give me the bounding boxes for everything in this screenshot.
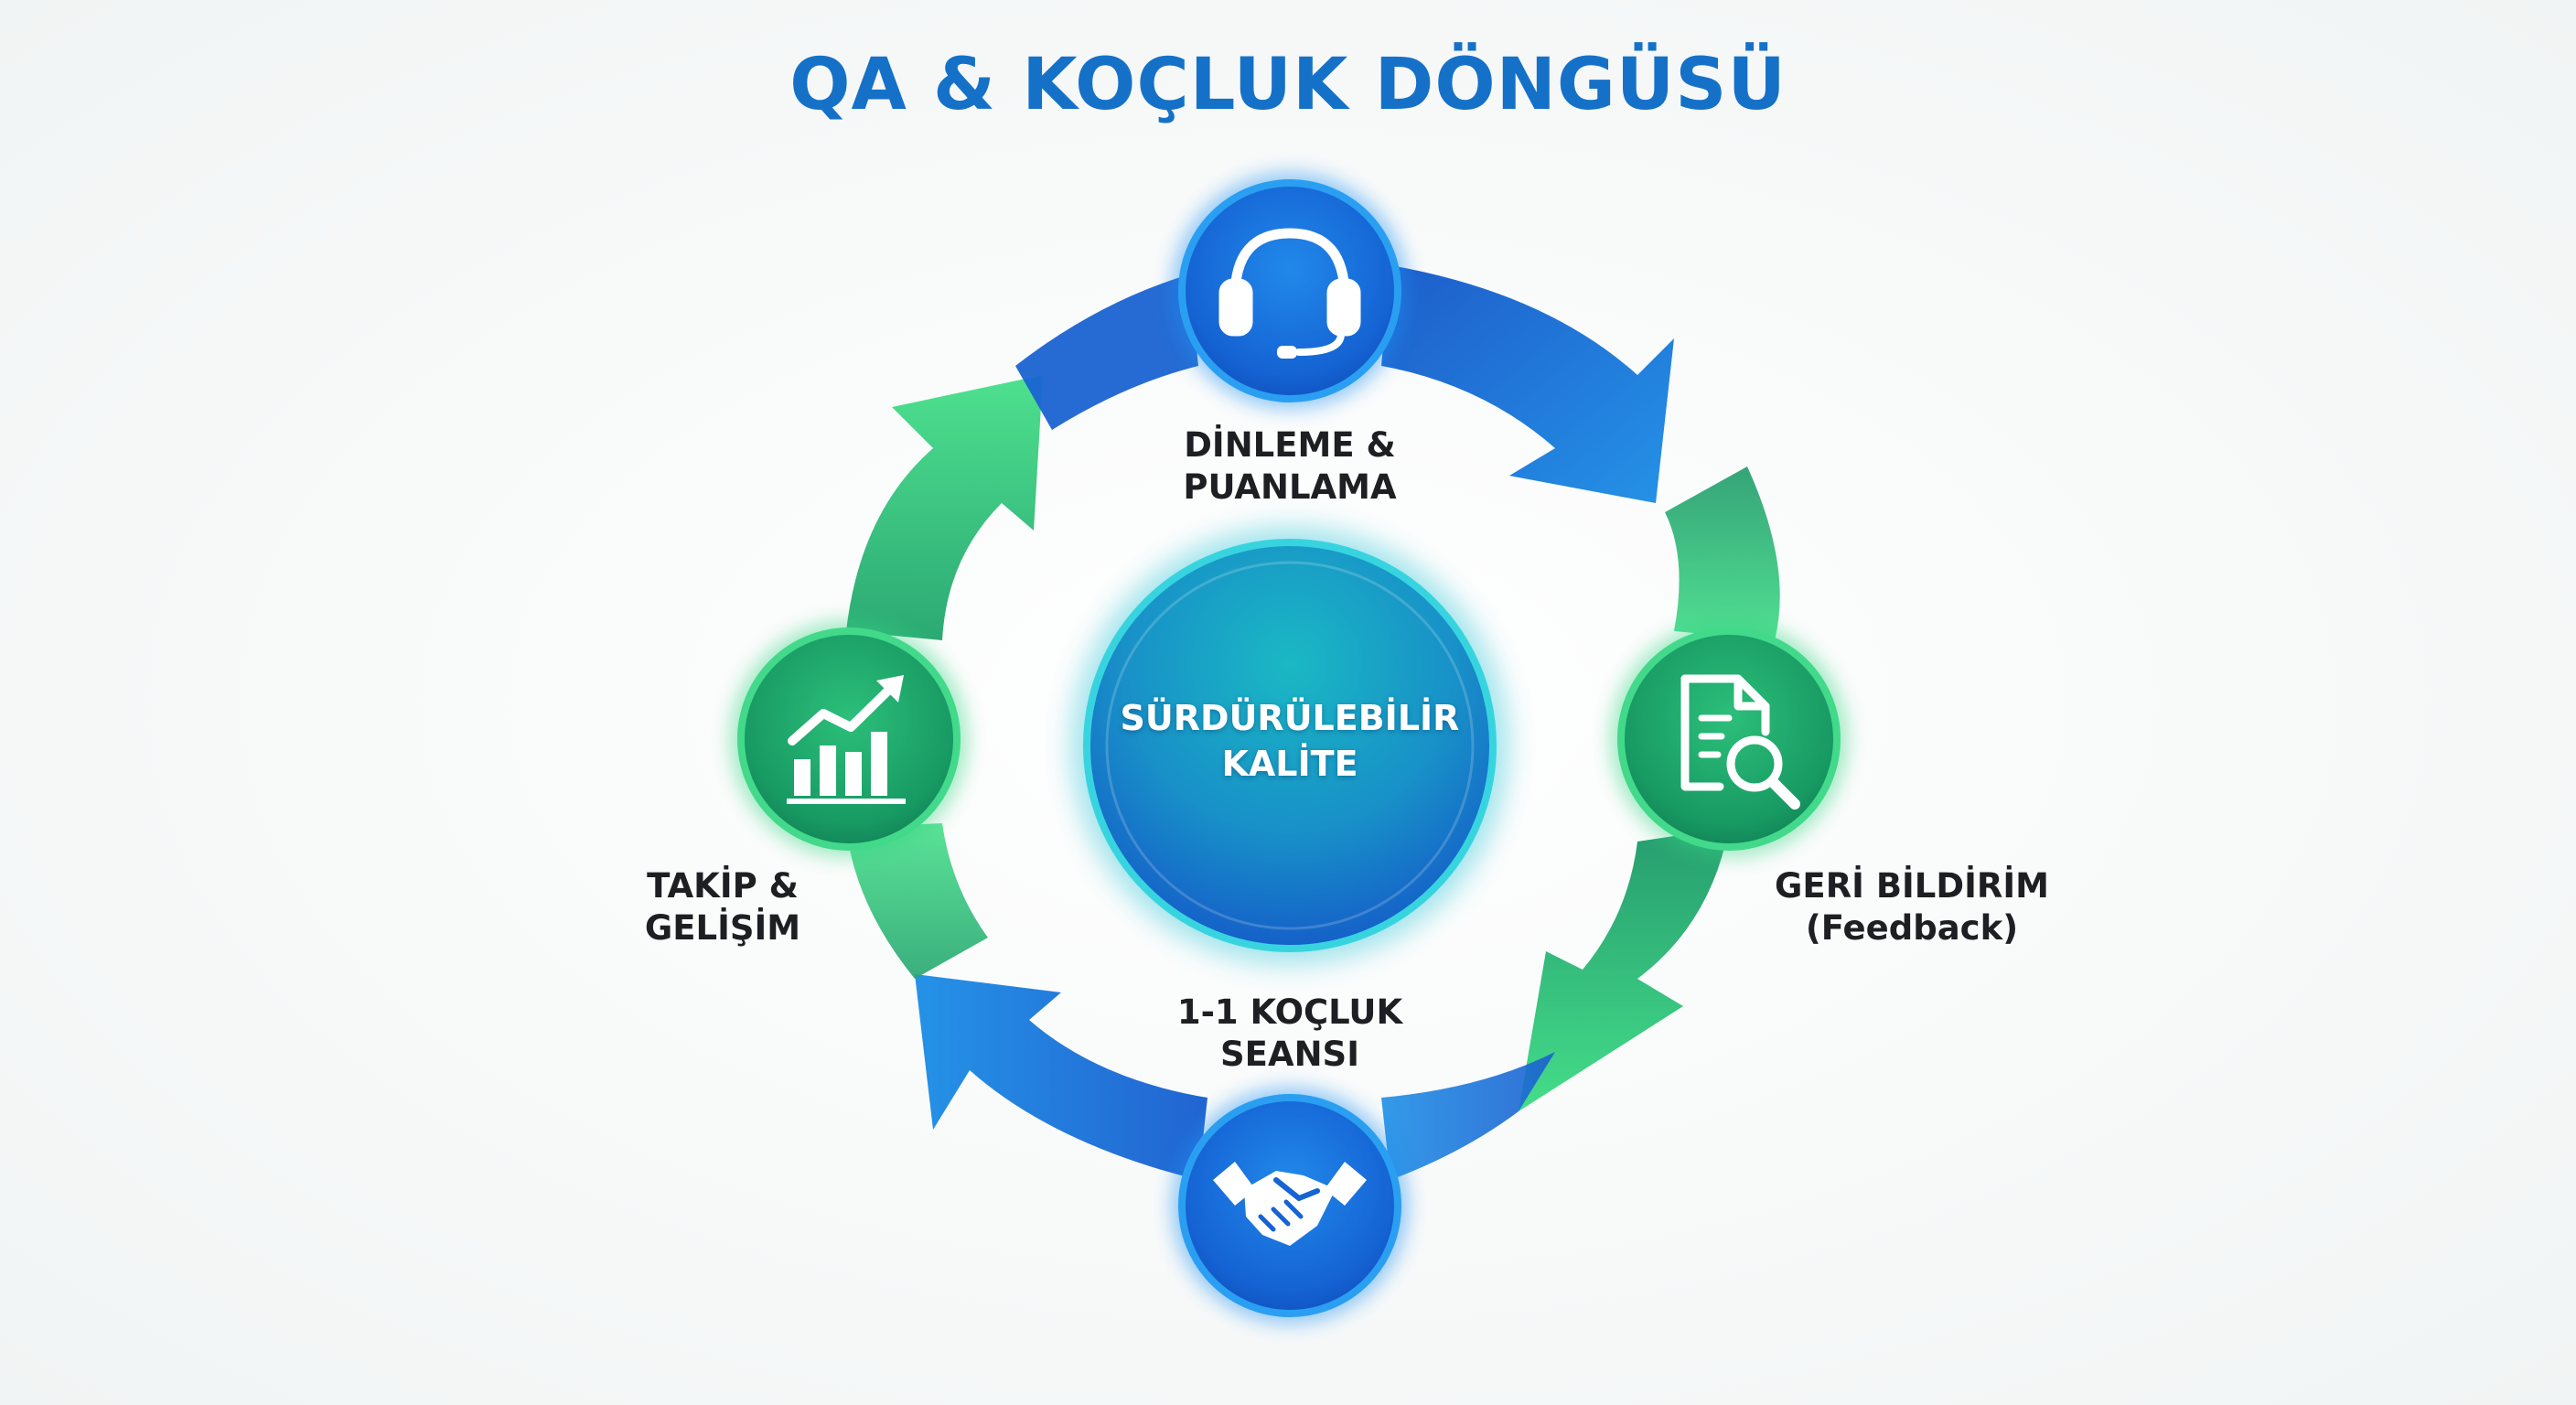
node-feedback (1617, 627, 1841, 851)
arrow-top-right (1381, 265, 1674, 503)
growth-chart-icon (787, 675, 906, 804)
arrow-bottom-right-tail (1381, 1052, 1555, 1180)
step-label-feedback: GERİ BİLDİRİM (Feedback) (1720, 865, 2104, 949)
diagram-title: QA & KOÇLUK DÖNGÜSÜ (789, 44, 1787, 126)
document-search-icon (1680, 674, 1800, 810)
node-listening (1178, 179, 1401, 402)
center-label-line2: KALİTE (1221, 744, 1358, 784)
step-label-progress-line1: TAKİP & (647, 866, 799, 906)
step-label-progress-line2: GELİŞİM (644, 908, 801, 948)
step-label-coaching-line2: SEANSI (1220, 1035, 1359, 1074)
center-label: SÜRDÜRÜLEBİLİR KALİTE (1052, 695, 1528, 787)
node-progress (737, 627, 961, 851)
step-label-listening-line2: PUANLAMA (1183, 467, 1397, 507)
arrow-left-lower (846, 823, 988, 979)
arrow-left-up (846, 375, 1043, 640)
step-label-listening-line1: DİNLEME & (1184, 425, 1396, 465)
arrow-top-left-tail (1015, 274, 1198, 430)
arrow-bottom-left (915, 974, 1208, 1180)
center-circle (1083, 539, 1497, 952)
step-label-progress: TAKİP & GELİŞİM (567, 865, 878, 949)
step-label-feedback-line2: (Feedback) (1805, 908, 2019, 948)
step-label-listening: DİNLEME & PUANLAMA (1107, 424, 1473, 509)
arrow-right-down (1665, 467, 1780, 640)
headset-icon (1218, 228, 1361, 359)
step-label-feedback-line1: GERİ BİLDİRİM (1775, 866, 2049, 906)
step-label-coaching: 1-1 KOÇLUK SEANSI (1107, 992, 1473, 1076)
handshake-icon (1213, 1162, 1367, 1246)
center-label-line1: SÜRDÜRÜLEBİLİR (1120, 698, 1460, 738)
arrow-right-bottom (1519, 828, 1729, 1111)
step-label-coaching-line1: 1-1 KOÇLUK (1176, 992, 1403, 1032)
